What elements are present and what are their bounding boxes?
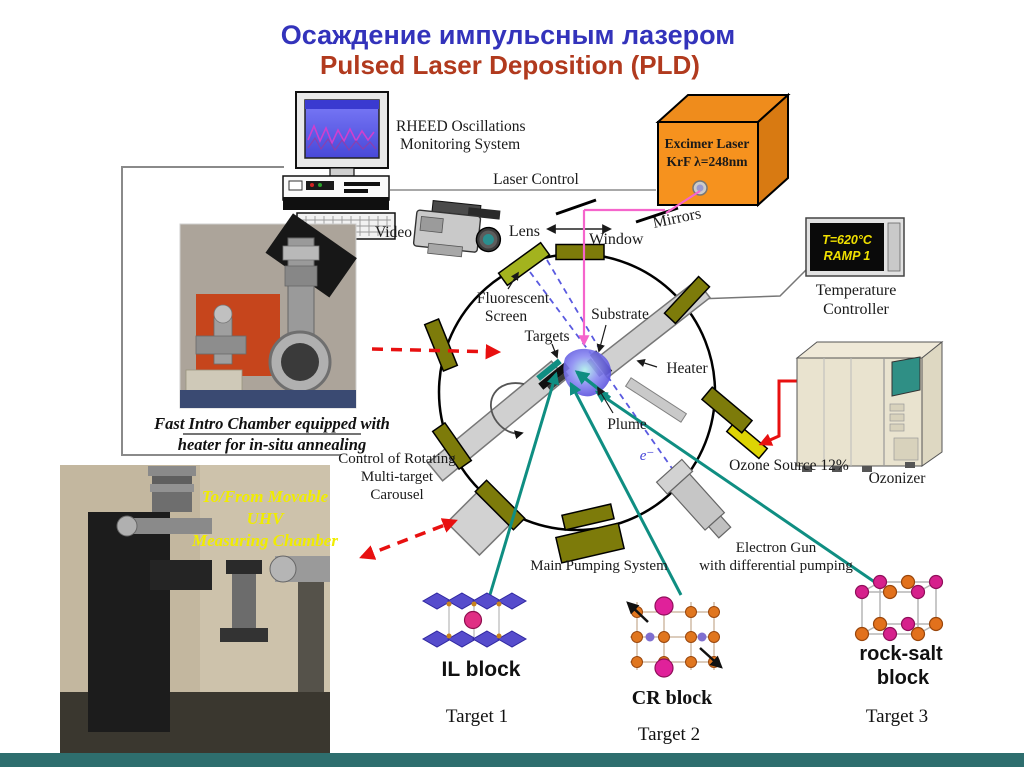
plume-pointer bbox=[597, 386, 614, 414]
crystal-cr-block bbox=[626, 596, 723, 678]
main-pumping-label: Main Pumping System bbox=[530, 558, 668, 574]
electron-gun-label-line2: with differential pumping bbox=[699, 558, 853, 574]
ozone-feed-line bbox=[758, 379, 812, 446]
electron-gun bbox=[655, 458, 732, 539]
substrate-pointer bbox=[596, 324, 607, 353]
rheed-label-line2: Monitoring System bbox=[400, 136, 520, 153]
laser-beam bbox=[578, 190, 701, 347]
plume-label: Plume bbox=[607, 416, 647, 433]
line-target3 bbox=[594, 390, 880, 587]
rock-salt-label-line2: block bbox=[877, 667, 930, 689]
line-target2 bbox=[569, 381, 683, 596]
temperature-controller-line bbox=[696, 265, 811, 300]
computer-to-chamber-line bbox=[121, 166, 341, 456]
line-target1 bbox=[487, 371, 560, 599]
laser-control-label: Laser Control bbox=[493, 171, 579, 188]
excimer-label-line2: KrF λ=248nm bbox=[667, 154, 749, 169]
il-block-label: IL block bbox=[442, 658, 521, 681]
temp-display-line1: T=620°C bbox=[822, 233, 873, 247]
excimer-laser-box bbox=[655, 92, 791, 208]
target1-label: Target 1 bbox=[446, 706, 508, 727]
uhv-transfer-arrow bbox=[359, 518, 458, 560]
port-carousel-shaft bbox=[431, 421, 473, 471]
uhv-column bbox=[88, 512, 170, 732]
uhv-caption-line3: Measuring Chamber bbox=[191, 531, 338, 550]
carousel-label-line3: Carousel bbox=[370, 487, 423, 503]
temperature-controller: T=620°C RAMP 1 bbox=[805, 217, 905, 277]
uhv-caption-line1: To/From Movable bbox=[202, 487, 329, 506]
port-bottom bbox=[561, 503, 615, 531]
fast-intro-caption-line1: Fast Intro Chamber equipped with bbox=[153, 414, 390, 433]
title-english: Pulsed Laser Deposition (PLD) bbox=[320, 50, 700, 80]
electron-label: e⁻ bbox=[640, 448, 655, 464]
fluorescent-label-line2: Screen bbox=[485, 308, 527, 325]
temp-caption-line2: Controller bbox=[823, 301, 889, 318]
chamber-ports bbox=[423, 241, 769, 564]
ozonizer-machine bbox=[795, 340, 944, 472]
excimer-label-line1: Excimer Laser bbox=[665, 136, 750, 151]
uhv-caption-line2: UHV bbox=[247, 509, 286, 528]
target2-label: Target 2 bbox=[638, 724, 700, 745]
port-left bbox=[423, 318, 459, 372]
temp-caption-line1: Temperature bbox=[816, 282, 897, 299]
electron-gun-label-line1: Electron Gun bbox=[736, 540, 817, 556]
carousel-label-line2: Multi-target bbox=[361, 469, 434, 485]
title-russian: Осаждение импульсным лазером bbox=[281, 20, 735, 50]
floppy-slot bbox=[344, 182, 380, 186]
photo-uhv-chamber bbox=[60, 465, 330, 753]
ozone-source-label: Ozone Source 12% bbox=[729, 457, 849, 474]
heater-feed-arm bbox=[624, 377, 688, 423]
ozonizer-screen bbox=[891, 356, 921, 397]
targets-label: Targets bbox=[524, 328, 569, 345]
lens-label: Lens bbox=[509, 223, 540, 240]
target-material-lines bbox=[487, 371, 880, 599]
cr-block-label: CR block bbox=[632, 687, 713, 709]
monitor-stand bbox=[329, 167, 355, 177]
heater-label: Heater bbox=[666, 360, 708, 377]
substrate-label: Substrate bbox=[591, 306, 649, 323]
rheed-computer bbox=[282, 91, 396, 240]
fluorescent-pointer bbox=[507, 271, 519, 290]
main-pump-box bbox=[554, 522, 626, 564]
oscillation-waveform bbox=[307, 123, 375, 146]
fast-intro-caption-line2: heater for in-situ annealing bbox=[178, 435, 366, 454]
port-window bbox=[555, 243, 605, 261]
intro-chamber-arrow bbox=[371, 344, 502, 360]
spin-arrow-2 bbox=[699, 647, 723, 669]
port-substrate bbox=[663, 275, 711, 325]
rheed-label-line1: RHEED Oscillations bbox=[396, 118, 526, 135]
carousel-rotation-arrow bbox=[490, 382, 525, 440]
mirror-left bbox=[555, 198, 597, 216]
rock-salt-label-line1: rock-salt bbox=[859, 643, 943, 665]
temperature-display bbox=[810, 223, 884, 271]
heater-pointer bbox=[636, 359, 658, 368]
target3-label: Target 3 bbox=[866, 706, 928, 727]
crystal-il-block bbox=[421, 592, 528, 648]
carousel-label-line1: Control of Rotating bbox=[338, 451, 456, 467]
crystal-rock-salt-block bbox=[854, 574, 944, 642]
targets-pointer bbox=[550, 343, 559, 359]
video-label: Video bbox=[375, 224, 412, 241]
electron-beam-path bbox=[529, 259, 677, 475]
port-ozone bbox=[700, 386, 754, 434]
temp-display-line2: RAMP 1 bbox=[824, 249, 871, 263]
spin-arrow-1 bbox=[626, 601, 649, 623]
video-camera bbox=[412, 199, 502, 258]
fluorescent-label-line1: Fluorescent bbox=[477, 290, 550, 307]
ozonizer-label: Ozonizer bbox=[869, 470, 927, 487]
photo-fast-intro-chamber bbox=[179, 213, 357, 409]
ozone-tube bbox=[725, 420, 769, 460]
footer-bar bbox=[0, 753, 1024, 767]
